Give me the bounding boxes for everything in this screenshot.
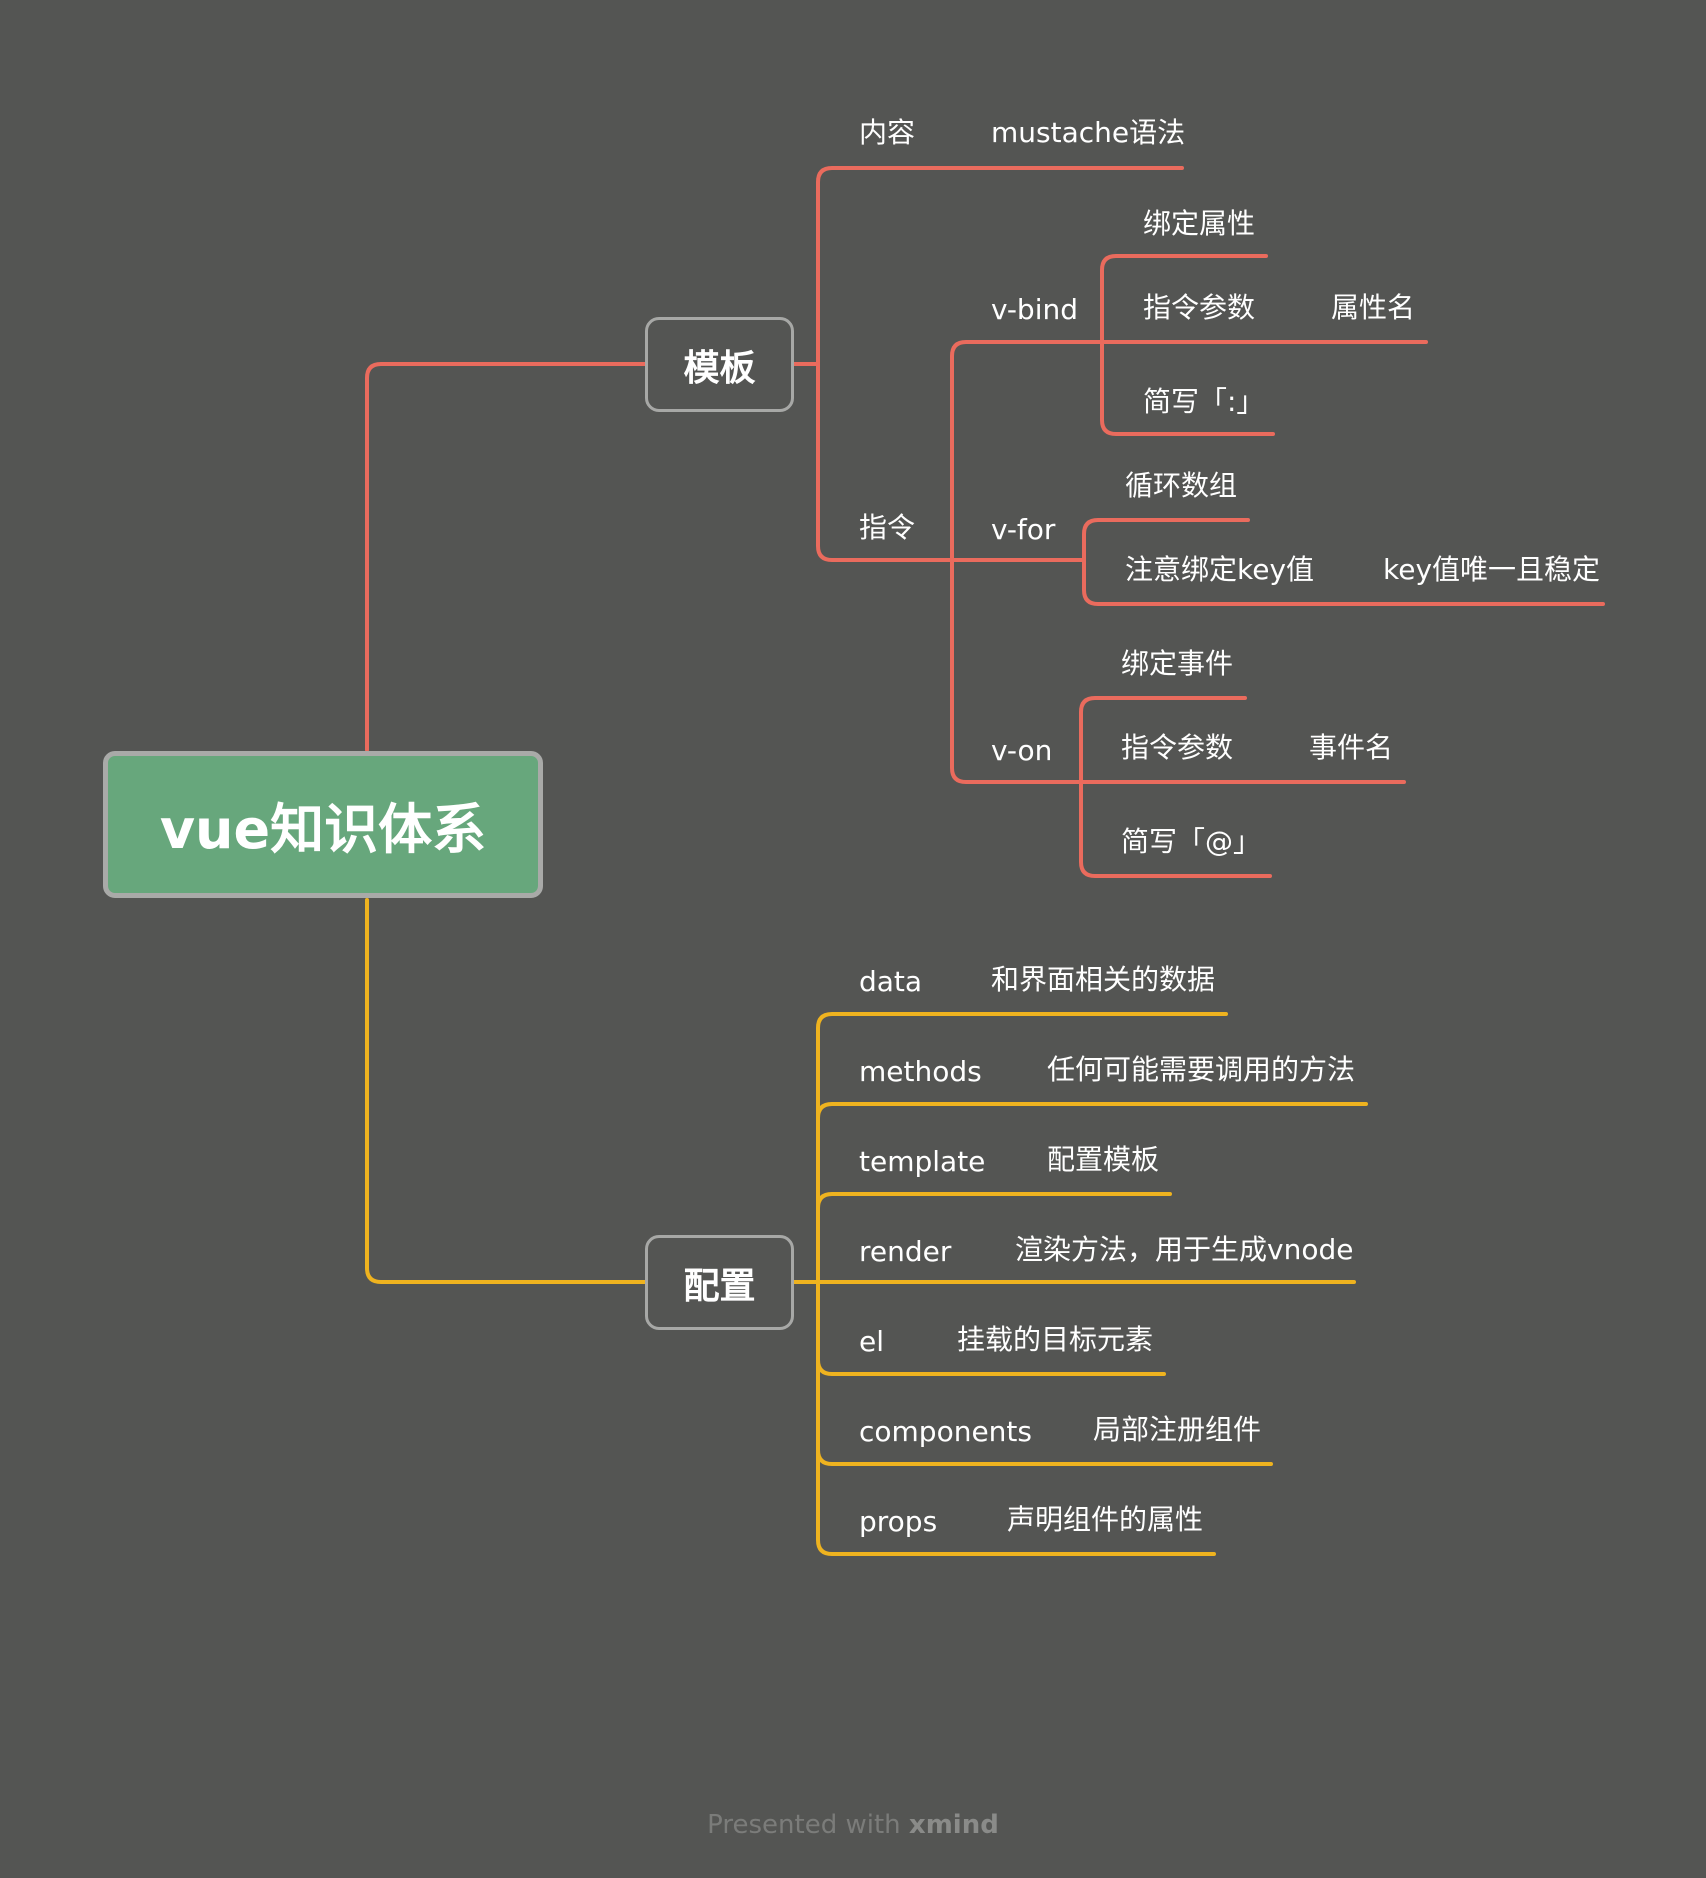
root-to-template-line (365, 362, 647, 752)
config-key-topic[interactable]: el (859, 1325, 885, 1358)
vbind-shorthand-line (1100, 340, 1275, 436)
vbind-line (950, 340, 1104, 562)
config-methods-line (816, 1102, 1368, 1284)
key-line (1082, 558, 1605, 606)
directive-line (816, 362, 954, 562)
bind-attr-topic[interactable]: 绑定属性 (1143, 207, 1256, 240)
bind-event-line (1079, 696, 1247, 784)
config-branch-lines (365, 898, 1368, 1556)
config-desc-topic[interactable]: 渲染方法，用于生成vnode (1015, 1233, 1354, 1266)
config-desc-topic[interactable]: 和界面相关的数据 (991, 963, 1216, 996)
config-desc-topic[interactable]: 声明组件的属性 (1007, 1503, 1204, 1536)
config-node-label: 配置 (683, 1265, 756, 1307)
directive-topic[interactable]: 指令 (859, 511, 916, 544)
footer-credit: Presented with xmind (0, 1810, 1706, 1840)
von-arg-topic[interactable]: 指令参数 (1121, 731, 1234, 764)
bind-event-topic[interactable]: 绑定事件 (1121, 647, 1234, 680)
von-arg-value-topic[interactable]: 事件名 (1309, 731, 1394, 764)
bind-attr-line (1100, 254, 1268, 344)
template-node-label: 模板 (683, 347, 756, 389)
vbind-topic[interactable]: v-bind (991, 293, 1078, 326)
vfor-topic[interactable]: v-for (991, 513, 1056, 546)
config-key-topic[interactable]: components (859, 1415, 1032, 1448)
config-key-topic[interactable]: methods (859, 1055, 982, 1088)
loop-line (1082, 518, 1250, 562)
config-node[interactable]: 配置 (645, 1235, 794, 1330)
vbind-arg-value-topic[interactable]: 属性名 (1331, 291, 1416, 324)
footer-prefix: Presented with (707, 1810, 909, 1840)
vbind-arg-topic[interactable]: 指令参数 (1143, 291, 1256, 324)
von-line (950, 558, 1083, 784)
root-to-config-line (365, 898, 647, 1284)
content-value-topic[interactable]: mustache语法 (991, 116, 1186, 149)
footer-brand: xmind (908, 1810, 999, 1840)
config-key-topic[interactable]: props (859, 1505, 938, 1538)
von-shorthand-line (1079, 780, 1272, 878)
loop-topic[interactable]: 循环数组 (1125, 469, 1238, 502)
content-line (816, 166, 1184, 366)
template-branch-lines (365, 166, 1605, 878)
key-value-topic[interactable]: key值唯一且稳定 (1383, 553, 1601, 586)
content-topic[interactable]: 内容 (859, 116, 916, 149)
root-label: vue知识体系 (159, 798, 487, 861)
config-desc-topic[interactable]: 挂载的目标元素 (957, 1323, 1154, 1356)
config-key-topic[interactable]: template (859, 1145, 986, 1178)
config-desc-topic[interactable]: 任何可能需要调用的方法 (1047, 1053, 1356, 1086)
config-desc-topic[interactable]: 配置模板 (1047, 1143, 1160, 1176)
von-topic[interactable]: v-on (991, 734, 1053, 767)
config-desc-topic[interactable]: 局部注册组件 (1093, 1413, 1262, 1446)
config-data-line (816, 1012, 1228, 1284)
template-node[interactable]: 模板 (645, 317, 794, 412)
config-key-topic[interactable]: data (859, 965, 923, 998)
vbind-shorthand-topic[interactable]: 简写「:」 (1143, 385, 1265, 418)
root-node[interactable]: vue知识体系 (103, 751, 543, 898)
config-key-topic[interactable]: render (859, 1235, 952, 1268)
von-shorthand-topic[interactable]: 简写「@」 (1121, 825, 1262, 858)
config-props-line (816, 1280, 1216, 1556)
key-note-topic[interactable]: 注意绑定key值 (1125, 553, 1315, 586)
config-template-line (816, 1192, 1172, 1284)
